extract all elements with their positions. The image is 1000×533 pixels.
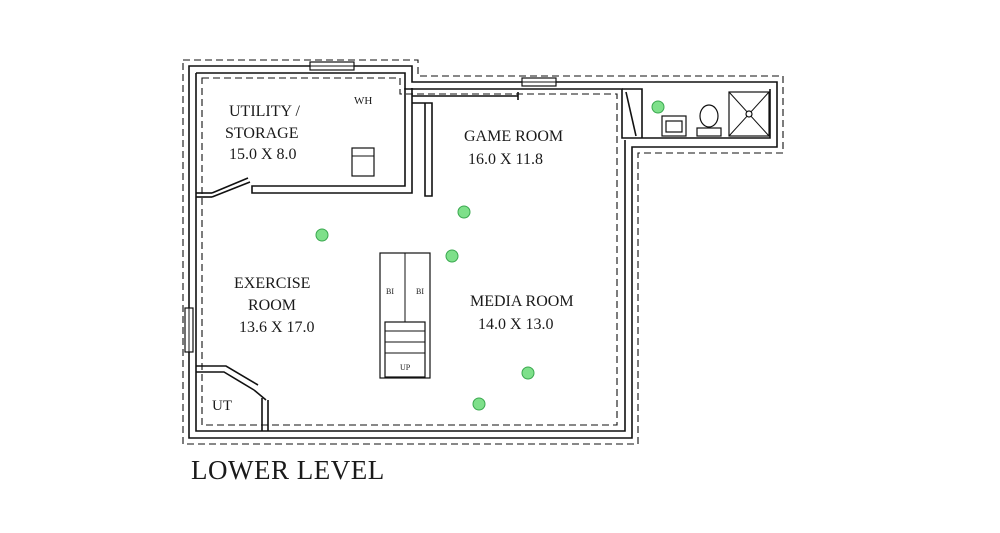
marker-media-room-bottom[interactable]	[472, 397, 486, 411]
media-room-dims: 14.0 X 13.0	[478, 316, 554, 333]
exterior-dashed-outline	[182, 59, 784, 445]
built-in-left-label: BI	[386, 287, 394, 296]
ut-closet-wall	[196, 365, 269, 431]
utility-room-wall	[251, 88, 413, 194]
media-room-label: MEDIA ROOM	[470, 293, 574, 310]
game-room-dims: 16.0 X 11.8	[468, 151, 543, 168]
bathroom-wall	[622, 88, 643, 138]
stair-treads	[385, 330, 425, 354]
marker-bathroom[interactable]	[651, 100, 665, 114]
utility-room-label-1: UTILITY /	[229, 103, 300, 120]
toilet-tank	[696, 127, 722, 137]
marker-game-room[interactable]	[457, 205, 471, 219]
utility-door-swing	[211, 177, 249, 194]
interior-dashed-outline	[201, 77, 618, 426]
exercise-room-label-1: EXERCISE	[234, 275, 310, 292]
utility-door-leaf	[211, 181, 251, 198]
built-in-right-label: BI	[416, 287, 424, 296]
ut-door	[253, 389, 267, 401]
exercise-room-dims: 13.6 X 17.0	[239, 319, 315, 336]
water-heater-label: WH	[354, 95, 372, 107]
game-room-partition	[412, 95, 518, 197]
bathroom-door	[625, 91, 637, 137]
exterior-wall-outer	[188, 65, 778, 439]
utility-room-dims: 15.0 X 8.0	[229, 146, 297, 163]
plan-title: LOWER LEVEL	[191, 455, 385, 485]
utility-appliance	[351, 147, 375, 177]
exercise-room-label-2: ROOM	[248, 297, 296, 314]
shower-drain	[745, 110, 753, 118]
sink	[665, 120, 683, 133]
utility-room-label-2: STORAGE	[225, 125, 299, 142]
marker-stairs[interactable]	[445, 249, 459, 263]
toilet	[699, 104, 719, 128]
marker-media-room-right[interactable]	[521, 366, 535, 380]
game-room-label: GAME ROOM	[464, 128, 563, 145]
ut-label: UT	[212, 398, 232, 414]
stairs-up-label: UP	[400, 363, 411, 372]
marker-exercise-room[interactable]	[315, 228, 329, 242]
